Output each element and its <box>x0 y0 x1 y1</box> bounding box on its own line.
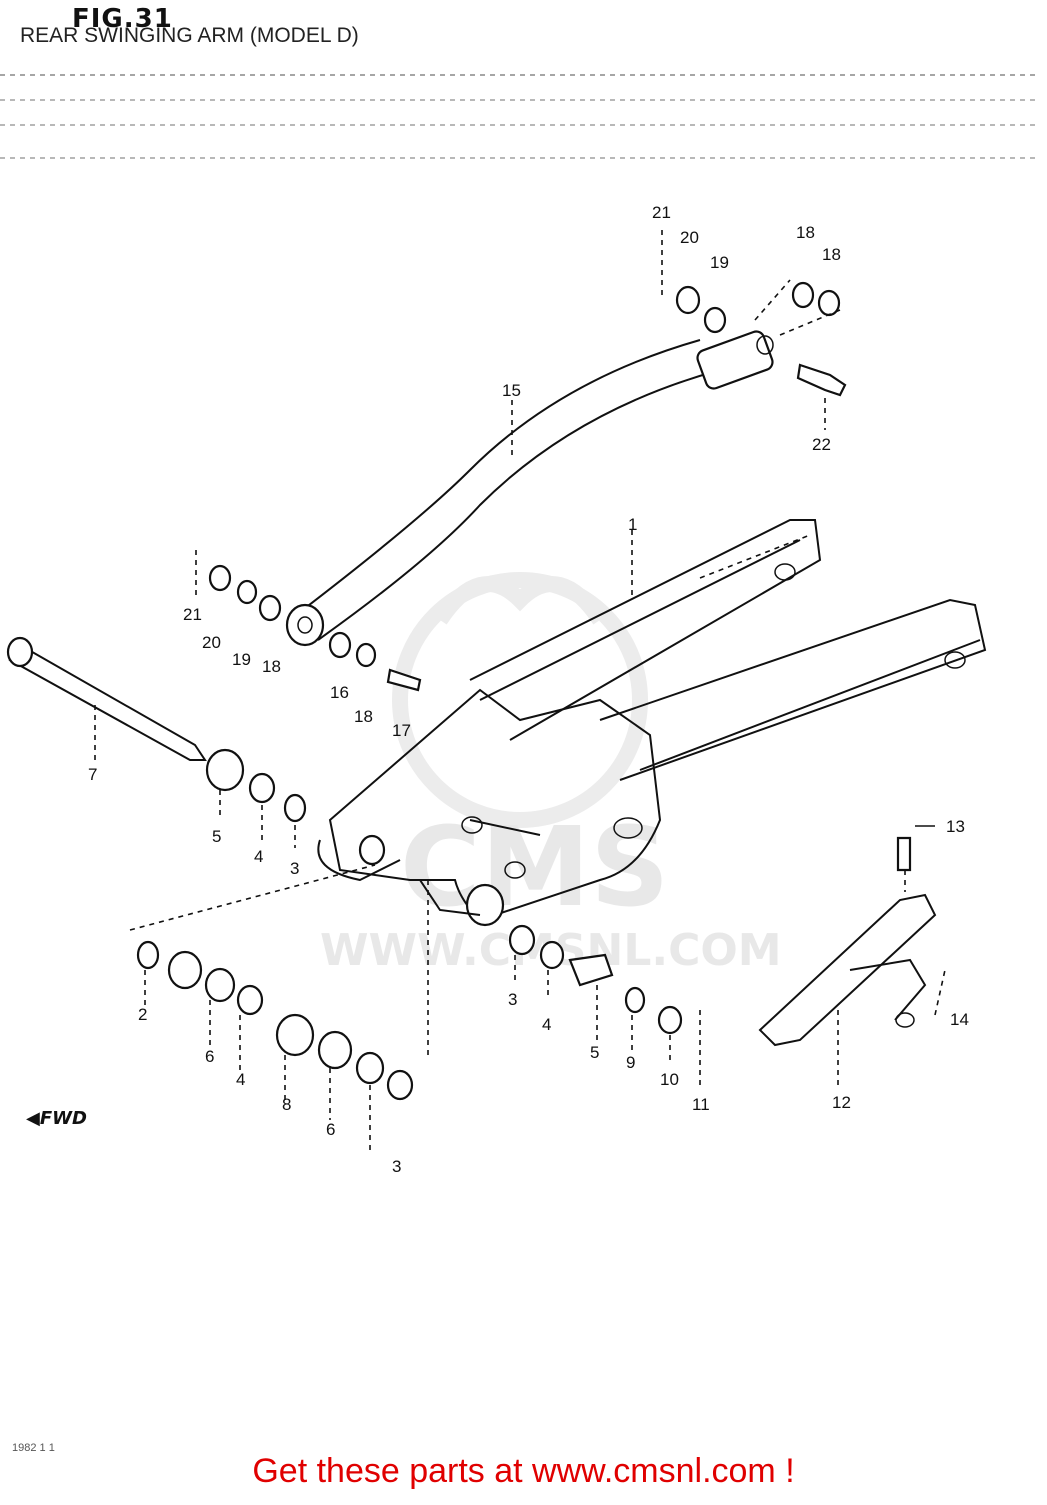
callout-3-lower: 3 <box>392 1157 401 1176</box>
callout-19-upper: 19 <box>710 253 729 272</box>
callout-22: 22 <box>812 435 831 454</box>
callout-17: 17 <box>392 721 411 740</box>
left-pivot-bushes <box>205 748 307 848</box>
callout-18-upper-a: 18 <box>796 223 815 242</box>
callout-7: 7 <box>88 765 97 784</box>
rod-end-hardware <box>195 550 422 692</box>
callout-8: 8 <box>282 1095 291 1114</box>
callout-19-lower: 19 <box>232 650 251 669</box>
callout-12: 12 <box>832 1093 851 1112</box>
callout-labels: 21 20 19 18 18 22 15 1 21 20 19 18 16 18… <box>88 203 969 1176</box>
callout-21-upper: 21 <box>652 203 671 222</box>
callout-3-left: 3 <box>290 859 299 878</box>
callout-6-lower: 6 <box>326 1120 335 1139</box>
lower-left-bearings <box>129 864 429 1150</box>
callout-10: 10 <box>660 1070 679 1089</box>
forward-direction-label: ◀FWD <box>26 1108 87 1129</box>
watermark-ring <box>392 572 648 828</box>
callout-6-left: 6 <box>205 1047 214 1066</box>
figure-subtitle: REAR SWINGING ARM (MODEL D) <box>20 24 359 47</box>
page-code: 1982 1 1 <box>12 1442 55 1454</box>
callout-5-left: 5 <box>212 827 221 846</box>
callout-20-upper: 20 <box>680 228 699 247</box>
forward-text: FWD <box>39 1108 87 1129</box>
callout-1: 1 <box>628 515 637 534</box>
callout-3-right: 3 <box>508 990 517 1009</box>
callout-13: 13 <box>946 817 965 836</box>
forward-arrow-icon: ◀ <box>26 1108 40 1129</box>
callout-15: 15 <box>502 381 521 400</box>
callout-2: 2 <box>138 1005 147 1024</box>
pivot-shaft <box>6 636 207 761</box>
callout-20-lower: 20 <box>202 633 221 652</box>
callout-18-lower: 18 <box>262 657 281 676</box>
header-noise <box>0 74 1040 159</box>
callout-16: 16 <box>330 683 349 702</box>
torque-rod <box>285 330 774 647</box>
swing-arm <box>317 519 987 927</box>
callout-leaders <box>511 400 633 600</box>
callout-11: 11 <box>692 1095 710 1114</box>
callout-14: 14 <box>950 1010 969 1029</box>
callout-4-right: 4 <box>542 1015 551 1034</box>
callout-4-lower: 4 <box>236 1070 245 1089</box>
watermark-flame <box>433 576 607 625</box>
chain-guide <box>758 825 946 1085</box>
watermark-logo-text: CMS <box>400 803 669 931</box>
callout-18-middle: 18 <box>354 707 373 726</box>
callout-18-upper-b: 18 <box>822 245 841 264</box>
upper-hardware <box>661 230 847 430</box>
footer-parts-link[interactable]: Get these parts at www.cmsnl.com ! <box>252 1452 795 1490</box>
callout-5-right: 5 <box>590 1043 599 1062</box>
callout-9: 9 <box>626 1053 635 1072</box>
callout-4-left: 4 <box>254 847 263 866</box>
figure-title: FIG.31 <box>72 4 173 34</box>
right-pivot-bushes <box>508 924 701 1090</box>
callout-21-lower: 21 <box>183 605 202 624</box>
